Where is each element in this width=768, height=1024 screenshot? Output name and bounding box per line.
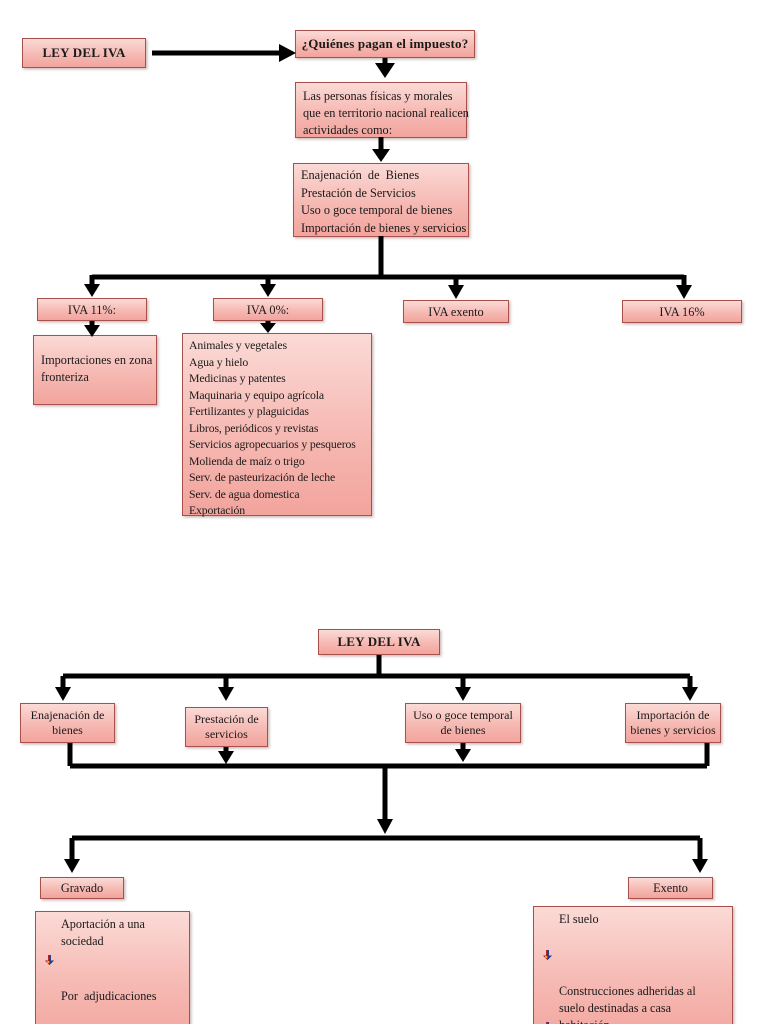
iva0-item: Fertilizantes y plaguicidas [189, 404, 309, 418]
chart2-category-importacion-box: Importación de bienes y servicios [625, 703, 721, 743]
chart2-exento-list-box: El suelo Construcciones adheridas al sue… [533, 906, 733, 1024]
iva0-item: Agua y hielo [189, 354, 249, 369]
chart2-category-prestacion-box: Prestación de servicios [185, 707, 268, 747]
iva0-item: Libros, periódicos y revistas [189, 420, 319, 435]
chart1-rate-iva16-box: IVA 16% [622, 300, 742, 323]
chart1-root-box: LEY DEL IVA [22, 38, 146, 68]
chart2-exento-box: Exento [628, 877, 713, 899]
activity-line: Prestación de Servicios [301, 185, 416, 200]
list-item-text: Por adjudicaciones [61, 989, 157, 1003]
list-item-text: El suelo [559, 912, 599, 926]
arrow-bullet-icon [44, 916, 55, 988]
arrow-bullet-icon [542, 911, 553, 983]
arrow-bullet-icon [44, 988, 55, 1024]
text-line: actividades como: [303, 123, 393, 137]
iva0-item: Serv. de pasteurización de leche [189, 470, 336, 484]
activity-line: Importación de bienes y servicios [301, 220, 467, 235]
list-item: Construcciones adheridas al suelo destin… [542, 983, 724, 1024]
chart2-connectors [55, 655, 710, 873]
chart1-rate-iva0-box: IVA 0%: [213, 298, 323, 321]
arrow-bullet-icon [542, 983, 553, 1024]
text-line: fronteriza [41, 370, 89, 384]
list-item-text: Aportación a una sociedad [61, 917, 148, 948]
chart1-iva11-detail-box: Importaciones en zona fronteriza [33, 335, 157, 405]
activity-line: Enajenación de Bienes [301, 168, 420, 182]
chart1-rate-exento-box: IVA exento [403, 300, 509, 323]
chart2-root-box: LEY DEL IVA [318, 629, 440, 655]
iva0-item: Medicinas y patentes [189, 371, 286, 385]
iva0-item: Servicios agropecuarios y pesqueros [189, 437, 356, 451]
activity-line: Uso o goce temporal de bienes [301, 203, 453, 217]
chart2-gravado-box: Gravado [40, 877, 124, 899]
chart1-who-box: Las personas físicas y morales que en ter… [295, 82, 469, 138]
list-item: El suelo [542, 911, 724, 983]
chart2-category-uso-box: Uso o goce temporal de bienes [405, 703, 521, 743]
chart1-rate-iva11-box: IVA 11%: [37, 298, 147, 321]
list-item: Por adjudicaciones [44, 988, 181, 1024]
iva0-item: Serv. de agua domestica [189, 486, 300, 501]
text-line: Importaciones en zona [41, 353, 153, 367]
chart2-category-enajenacion-box: Enajenación de bienes [20, 703, 115, 743]
iva0-item: Molienda de maíz o trigo [189, 453, 305, 468]
text-line: Las personas físicas y morales [303, 89, 453, 103]
iva0-item: Animales y vegetales [189, 338, 287, 352]
iva0-item: Maquinaria y equipo agrícola [189, 387, 325, 402]
list-item-text: Construcciones adheridas al suelo destin… [559, 984, 696, 1024]
iva0-item: Exportación [189, 503, 246, 517]
chart2-gravado-list-box: Aportación a una sociedad Por adjudicaci… [35, 911, 190, 1024]
chart1-question-box: ¿Quiénes pagan el impuesto? [295, 30, 475, 58]
text-line: que en territorio nacional realicen [303, 106, 469, 120]
list-item: Aportación a una sociedad [44, 916, 181, 988]
